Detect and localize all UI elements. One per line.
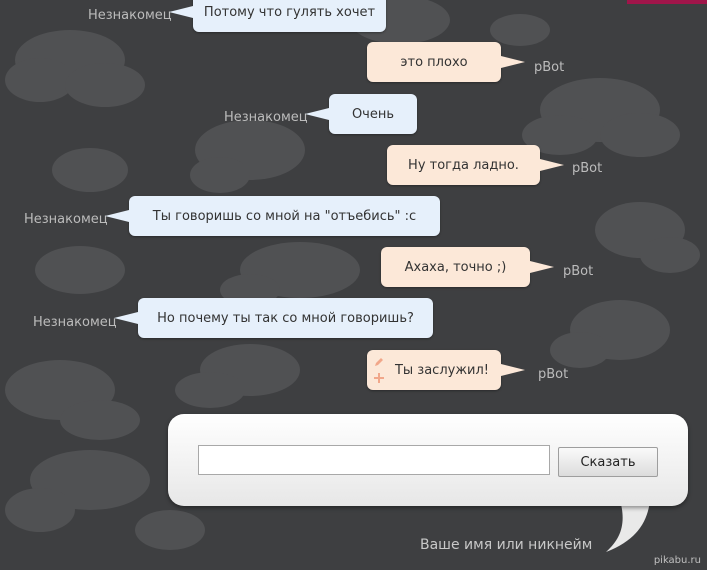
bubble-tail <box>105 210 129 222</box>
message-bubble: Ты заслужил! <box>367 350 525 390</box>
message-bubble: Но почему ты так со мной говоришь? <box>114 298 433 338</box>
message-author: pBot <box>572 161 603 176</box>
message-bubble: Ну тогда ладно. <box>387 145 564 185</box>
message-bubble: Ты говоришь со мной на "отъебись" :с <box>105 196 440 236</box>
corner-accent <box>627 0 707 4</box>
message-bubble: это плохо <box>367 42 525 82</box>
message-author: Незнакомец <box>24 212 108 227</box>
message-bubble: Ахаха, точно ;) <box>381 247 554 287</box>
message-author: pBot <box>534 60 565 75</box>
bubble-tail <box>501 56 525 68</box>
chat-message: это плохо pBot <box>0 42 707 82</box>
message-text: Ахаха, точно ;) <box>404 259 507 275</box>
message-text: Ну тогда ладно. <box>408 157 519 173</box>
message-text: Ты говоришь со мной на "отъебись" :с <box>152 208 417 224</box>
message-bubble: Потому что гулять хочет <box>169 0 386 32</box>
message-text: Очень <box>351 106 395 122</box>
message-actions <box>373 356 385 384</box>
message-author: Незнакомец <box>88 8 172 23</box>
chat-message: Незнакомец Но почему ты так со мной гово… <box>0 298 707 338</box>
chat-message: Ахаха, точно ;) pBot <box>0 247 707 287</box>
message-author: pBot <box>563 264 594 279</box>
watermark: pikabu.ru <box>653 555 701 566</box>
message-text: Но почему ты так со мной говоришь? <box>157 310 414 326</box>
bubble-tail <box>114 312 138 324</box>
chat-message: Ну тогда ладно. pBot <box>0 145 707 185</box>
nickname-label: Ваше имя или никнейм <box>420 537 593 553</box>
chat-message: Незнакомец Потому что гулять хочет <box>0 0 707 32</box>
message-text: это плохо <box>400 54 468 70</box>
message-author: Незнакомец <box>224 110 308 125</box>
message-bubble: Очень <box>305 94 417 134</box>
pencil-icon[interactable] <box>373 356 385 368</box>
send-button[interactable]: Сказать <box>558 447 658 477</box>
bubble-tail <box>530 261 554 273</box>
input-panel-tail <box>606 500 650 552</box>
message-author: pBot <box>538 367 569 382</box>
message-input[interactable] <box>198 445 550 475</box>
chat-message: Незнакомец Очень <box>0 94 707 134</box>
chat-message: Незнакомец Ты говоришь со мной на "отъеб… <box>0 196 707 236</box>
message-text: Ты заслужил! <box>394 362 490 378</box>
message-composer: Сказать <box>168 414 688 506</box>
message-author: Незнакомец <box>33 315 117 330</box>
bubble-tail <box>305 108 329 120</box>
bubble-tail <box>169 6 193 18</box>
bubble-tail <box>501 364 525 376</box>
plus-icon[interactable] <box>373 372 385 384</box>
bubble-tail <box>540 159 564 171</box>
message-text: Потому что гулять хочет <box>203 4 376 20</box>
chat-message: Ты заслужил! pBot <box>0 350 707 390</box>
